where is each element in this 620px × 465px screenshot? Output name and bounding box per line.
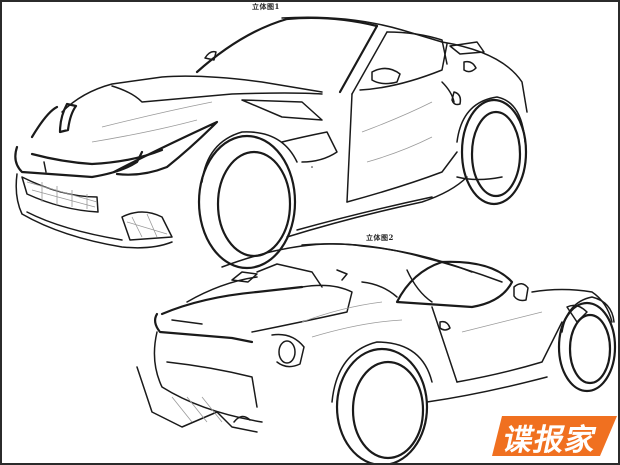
watermark-badge-shape — [492, 416, 617, 456]
watermark-logo: 谍报家 — [492, 412, 617, 460]
figure-caption-1: 立体图1 — [252, 2, 280, 11]
watermark-text: 谍报家 — [499, 423, 600, 458]
figure-caption-2: 立体图2 — [366, 233, 394, 242]
